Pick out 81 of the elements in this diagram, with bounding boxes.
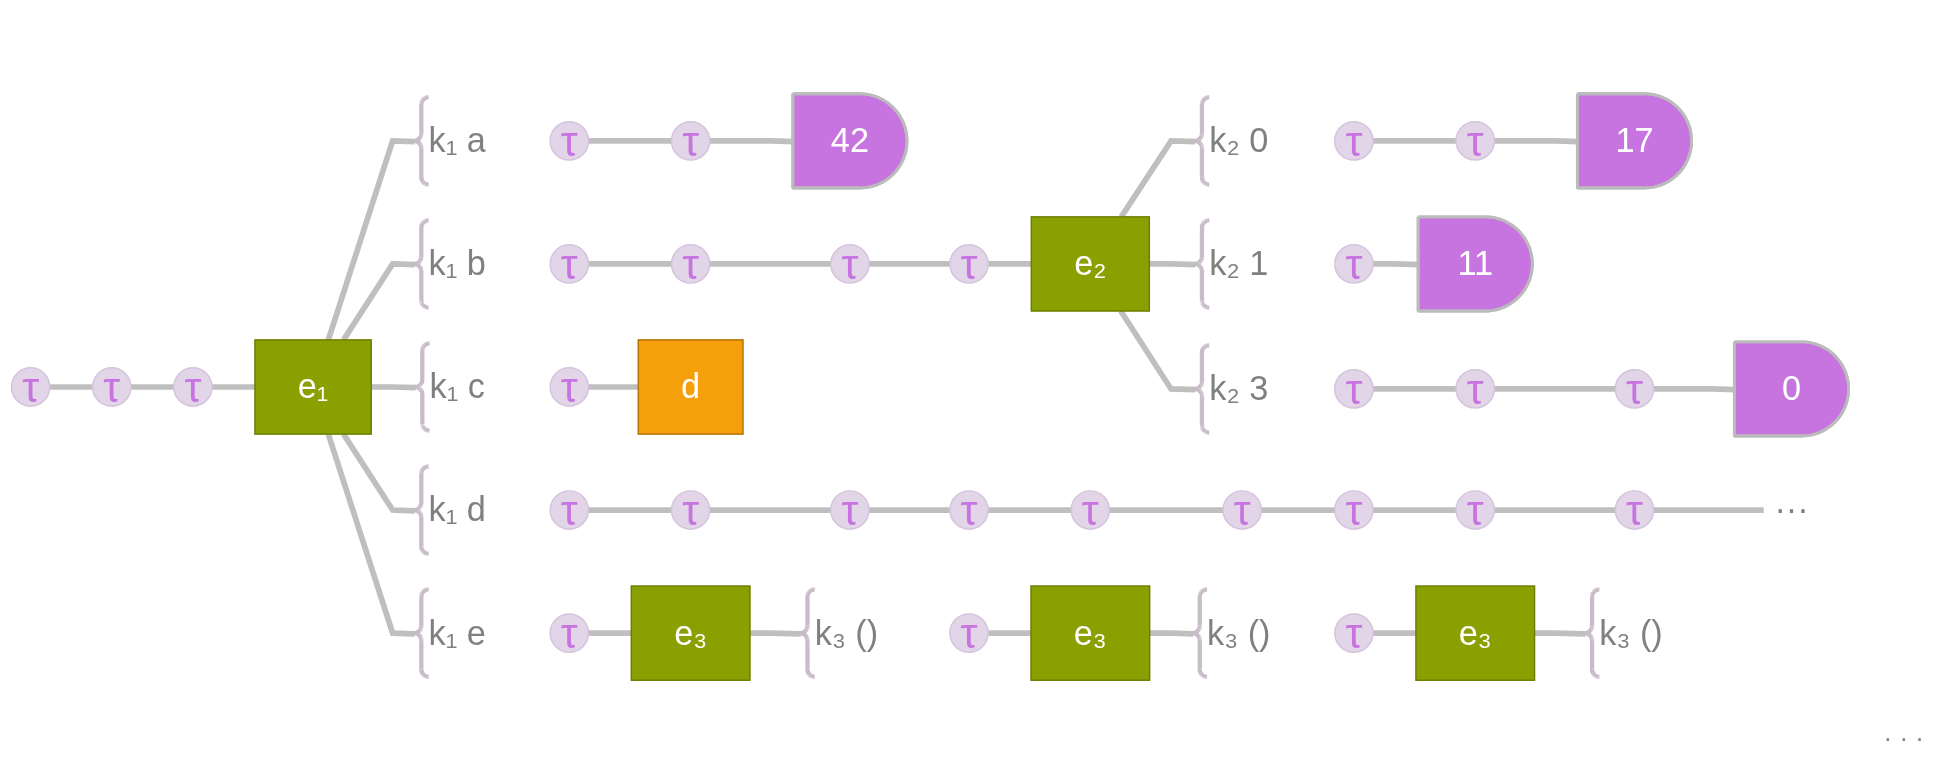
connector bbox=[1149, 261, 1196, 268]
connector bbox=[1653, 386, 1736, 393]
connector bbox=[709, 261, 831, 267]
node-text: k₁ c bbox=[429, 367, 485, 406]
connector bbox=[988, 261, 1032, 267]
node-circle: τ bbox=[1334, 490, 1374, 530]
node-circle: τ bbox=[549, 613, 590, 653]
node-box: e₂ bbox=[1030, 216, 1151, 312]
node-circle: τ bbox=[830, 244, 870, 284]
connector bbox=[371, 384, 416, 391]
connector bbox=[750, 630, 801, 637]
node-text: k₁ b bbox=[428, 243, 486, 283]
node-circle: τ bbox=[1455, 121, 1496, 161]
connector bbox=[130, 384, 174, 390]
node-circle: τ bbox=[949, 490, 989, 530]
node-text: ··· bbox=[1774, 490, 1809, 529]
node-text: k₃ () bbox=[1207, 613, 1271, 652]
node-text: k₁ a bbox=[428, 120, 486, 160]
node-text: k₁ e bbox=[428, 613, 486, 652]
node-circle: τ bbox=[1614, 369, 1655, 409]
connector bbox=[588, 261, 672, 267]
connector bbox=[988, 507, 1072, 513]
node-text: k₂ 0 bbox=[1209, 120, 1269, 160]
node-circle: τ bbox=[670, 490, 711, 530]
connector bbox=[1109, 507, 1223, 513]
node-circle: τ bbox=[91, 367, 132, 407]
connector bbox=[1373, 138, 1457, 144]
connector bbox=[1149, 630, 1194, 637]
connector bbox=[325, 137, 415, 341]
node-circle: τ bbox=[1070, 490, 1111, 530]
connector bbox=[49, 384, 93, 390]
node-text: k₃ () bbox=[1599, 613, 1663, 652]
node-circle: τ bbox=[949, 244, 989, 284]
connector bbox=[588, 507, 672, 513]
node-text: k₂ 1 bbox=[1209, 243, 1269, 283]
node-circle: τ bbox=[10, 367, 51, 407]
connector bbox=[588, 384, 639, 390]
node-circle: τ bbox=[1455, 490, 1496, 530]
node-circle: τ bbox=[670, 244, 711, 284]
node-circle: τ bbox=[173, 367, 213, 407]
node-circle: τ bbox=[549, 490, 590, 530]
node-circle: τ bbox=[830, 490, 870, 530]
connector bbox=[1373, 630, 1416, 636]
node-box: e₃ bbox=[630, 585, 751, 681]
ellipsis-text: · · · bbox=[1883, 723, 1924, 754]
node-box: e₁ bbox=[254, 339, 372, 435]
node-circle: τ bbox=[1222, 490, 1263, 530]
connector bbox=[1494, 386, 1616, 392]
node-box: e₃ bbox=[1415, 585, 1536, 681]
node-circle: τ bbox=[549, 121, 590, 161]
connector bbox=[869, 261, 950, 267]
connector bbox=[1373, 507, 1457, 513]
connector bbox=[1261, 507, 1335, 513]
node-text: k₁ d bbox=[428, 490, 486, 529]
node-circle: τ bbox=[549, 367, 590, 407]
node-circle: τ bbox=[1334, 244, 1374, 284]
connector bbox=[588, 630, 632, 636]
connector bbox=[1653, 507, 1764, 513]
connector bbox=[1534, 630, 1586, 637]
connector bbox=[988, 630, 1031, 636]
node-circle: τ bbox=[549, 244, 590, 284]
node-box: e₃ bbox=[1030, 585, 1151, 681]
connector bbox=[588, 138, 672, 144]
node-text: k₃ () bbox=[814, 613, 879, 652]
node-circle: τ bbox=[949, 613, 989, 653]
node-circle: τ bbox=[670, 121, 711, 161]
node-circle: τ bbox=[1455, 369, 1496, 409]
node-circle: τ bbox=[1334, 613, 1374, 653]
connector bbox=[709, 138, 794, 145]
connector bbox=[212, 384, 255, 390]
connector bbox=[869, 507, 950, 513]
connector bbox=[325, 433, 415, 637]
node-text: k₂ 3 bbox=[1209, 368, 1269, 408]
node-circle: τ bbox=[1334, 121, 1374, 161]
node-circle: τ bbox=[1614, 490, 1655, 530]
connector bbox=[709, 507, 831, 513]
node-circle: τ bbox=[1334, 369, 1374, 409]
connector bbox=[1494, 507, 1616, 513]
connector bbox=[1373, 386, 1457, 392]
node-box: d bbox=[637, 339, 744, 435]
connector bbox=[1373, 261, 1419, 268]
